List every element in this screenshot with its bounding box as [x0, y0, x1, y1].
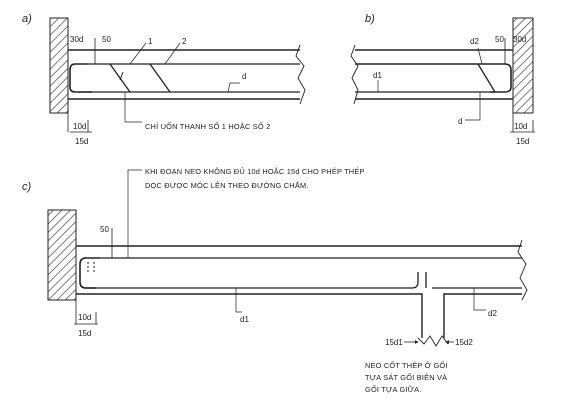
bent-bar-b — [477, 63, 496, 93]
panel-a-label: a) — [22, 13, 32, 25]
break-line-c — [517, 239, 528, 301]
dim-10d-b: 10d — [514, 122, 527, 131]
panel-b: b) d2 50 30d d1 d 10d 15d — [350, 13, 535, 146]
dim-30d-b: 30d — [513, 35, 526, 44]
bar-d2-label-c: d2 — [488, 309, 497, 318]
bar-d-label-b: d — [458, 117, 462, 126]
bar-d1-label-b: d1 — [373, 71, 382, 80]
anchor-hook-c — [79, 257, 100, 289]
bend-mark-a — [119, 71, 124, 81]
dim-10d-c: 10d — [78, 313, 91, 322]
dim-50-a: 50 — [102, 35, 111, 44]
break-line-b — [350, 44, 359, 105]
slab-edges-a — [68, 49, 300, 100]
dim-10d-a: 10d — [73, 122, 86, 131]
wall-left-c — [47, 209, 77, 301]
bar-d1-label-c: d1 — [240, 315, 249, 324]
beam-outline-c — [76, 245, 522, 338]
leader-d2-b — [477, 47, 483, 65]
bar-d2-label-b: d2 — [470, 37, 479, 46]
panel-a: a) 30d 50 1 2 d 10d 15d CHỈ UỐN THANH SỐ… — [22, 13, 306, 146]
panel-c: c) KHI ĐOẠN NEO KHÔNG ĐỦ 10d HOẶC 15d CH… — [22, 167, 528, 394]
bar-2-label-a: 2 — [182, 37, 187, 46]
leader-note-a — [124, 92, 142, 123]
leader-d1-c — [235, 288, 242, 313]
slab-edges-b — [355, 49, 513, 100]
dim-15d-c: 15d — [78, 329, 91, 338]
break-line-a — [295, 44, 306, 105]
bent-bar-2-a — [149, 63, 171, 93]
leader-note-c — [127, 169, 142, 258]
note2-c-line1: NEO CỐT THÉP Ở GỐI — [365, 360, 448, 370]
top-bar-hook-b — [355, 63, 512, 93]
leader-d-a — [227, 82, 240, 93]
note2-c-line3: GỐI TỰA GIỮA. — [365, 384, 422, 394]
panel-c-label: c) — [22, 181, 32, 193]
bar-d-label-a: d — [242, 72, 246, 81]
wall-left-a — [49, 17, 69, 114]
dim-15d1-c: 15d1 — [385, 338, 403, 347]
dim-ticks-c — [75, 300, 97, 324]
dim-50-c: 50 — [100, 225, 109, 234]
dim-ticks-b — [512, 108, 534, 132]
break-line-col-c — [417, 335, 449, 347]
leader-d2-c — [473, 288, 486, 311]
dim-50-b: 50 — [495, 35, 504, 44]
bottom-bar-d1-c — [86, 272, 419, 289]
note-a: CHỈ UỐN THANH SỐ 1 HOẶC SỐ 2 — [145, 121, 270, 131]
bar-1-label-a: 1 — [148, 37, 153, 46]
note-c-line1: KHI ĐOẠN NEO KHÔNG ĐỦ 10d HOẶC 15d CHO P… — [145, 167, 365, 176]
dim-15d2-c: 15d2 — [455, 338, 473, 347]
bent-bar-1-a — [109, 63, 131, 93]
note2-c-line2: TỰA SÁT GỐI BIÊN VÀ — [365, 372, 447, 382]
dim-30d-a: 30d — [70, 35, 83, 44]
note-c-line2: DỌC ĐƯỢC MÓC LÊN THEO ĐƯỜNG CHẤM. — [145, 180, 309, 190]
dotted-hook-c — [87, 262, 95, 272]
panel-b-label: b) — [365, 13, 375, 25]
wall-right-b — [512, 17, 534, 114]
dim-15d-b: 15d — [516, 137, 529, 146]
leader-lines-top-a — [129, 42, 181, 65]
dim-ticks-a — [67, 108, 89, 132]
leader-d-b — [465, 92, 481, 121]
dim-15d-a: 15d — [75, 137, 88, 146]
anchor-hook-a — [69, 63, 92, 93]
